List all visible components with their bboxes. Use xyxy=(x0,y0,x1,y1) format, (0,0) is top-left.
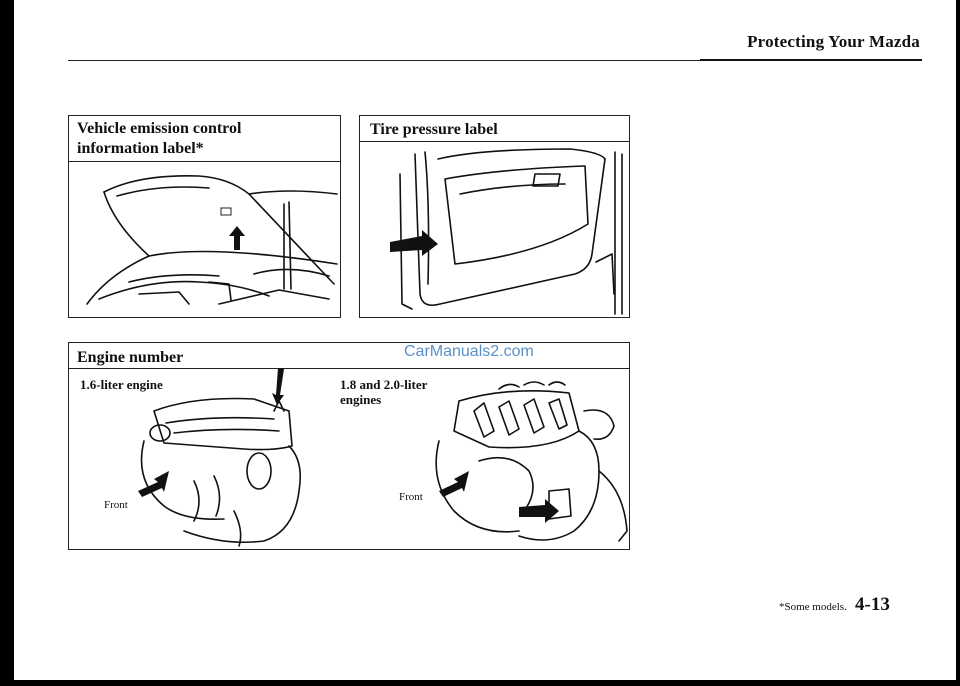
open-hood-illustration xyxy=(86,175,338,305)
front-label-right: Front xyxy=(399,491,423,503)
tire-label-panel: Tire pressure label xyxy=(359,115,630,318)
emission-label-panel: Vehicle emission control information lab… xyxy=(68,115,341,318)
emission-panel-title-2: information label* xyxy=(77,140,204,157)
engine-18-20-label-1: 1.8 and 2.0-liter xyxy=(340,377,428,392)
engine-16-label: 1.6-liter engine xyxy=(80,377,163,392)
footnote: *Some models. xyxy=(779,601,847,613)
front-label-left: Front xyxy=(104,499,128,511)
page-edge-left xyxy=(0,0,14,686)
page-edge-bottom xyxy=(0,680,960,686)
engine-panel-title-rule xyxy=(69,368,629,369)
engine-18-20-illustration xyxy=(435,381,628,542)
emission-panel-title-rule xyxy=(69,161,340,162)
tire-panel-title-rule xyxy=(360,141,629,142)
open-door-illustration xyxy=(390,148,623,315)
engine-18-20-label-2: engines xyxy=(340,392,382,407)
engine-number-panel: Engine number 1.6-liter engine 1.8 and 2… xyxy=(68,342,630,550)
header-rule xyxy=(68,60,922,61)
watermark-text: CarManuals2.com xyxy=(404,343,534,360)
page-edge-right xyxy=(956,0,960,686)
emission-panel-title-1: Vehicle emission control xyxy=(77,120,242,137)
header-rule-accent xyxy=(700,59,922,61)
page-number: 4-13 xyxy=(855,594,890,615)
engine-16-illustration xyxy=(138,368,302,547)
engine-panel-title: Engine number xyxy=(77,349,184,366)
tire-panel-title: Tire pressure label xyxy=(370,121,498,138)
section-title: Protecting Your Mazda xyxy=(747,32,920,51)
